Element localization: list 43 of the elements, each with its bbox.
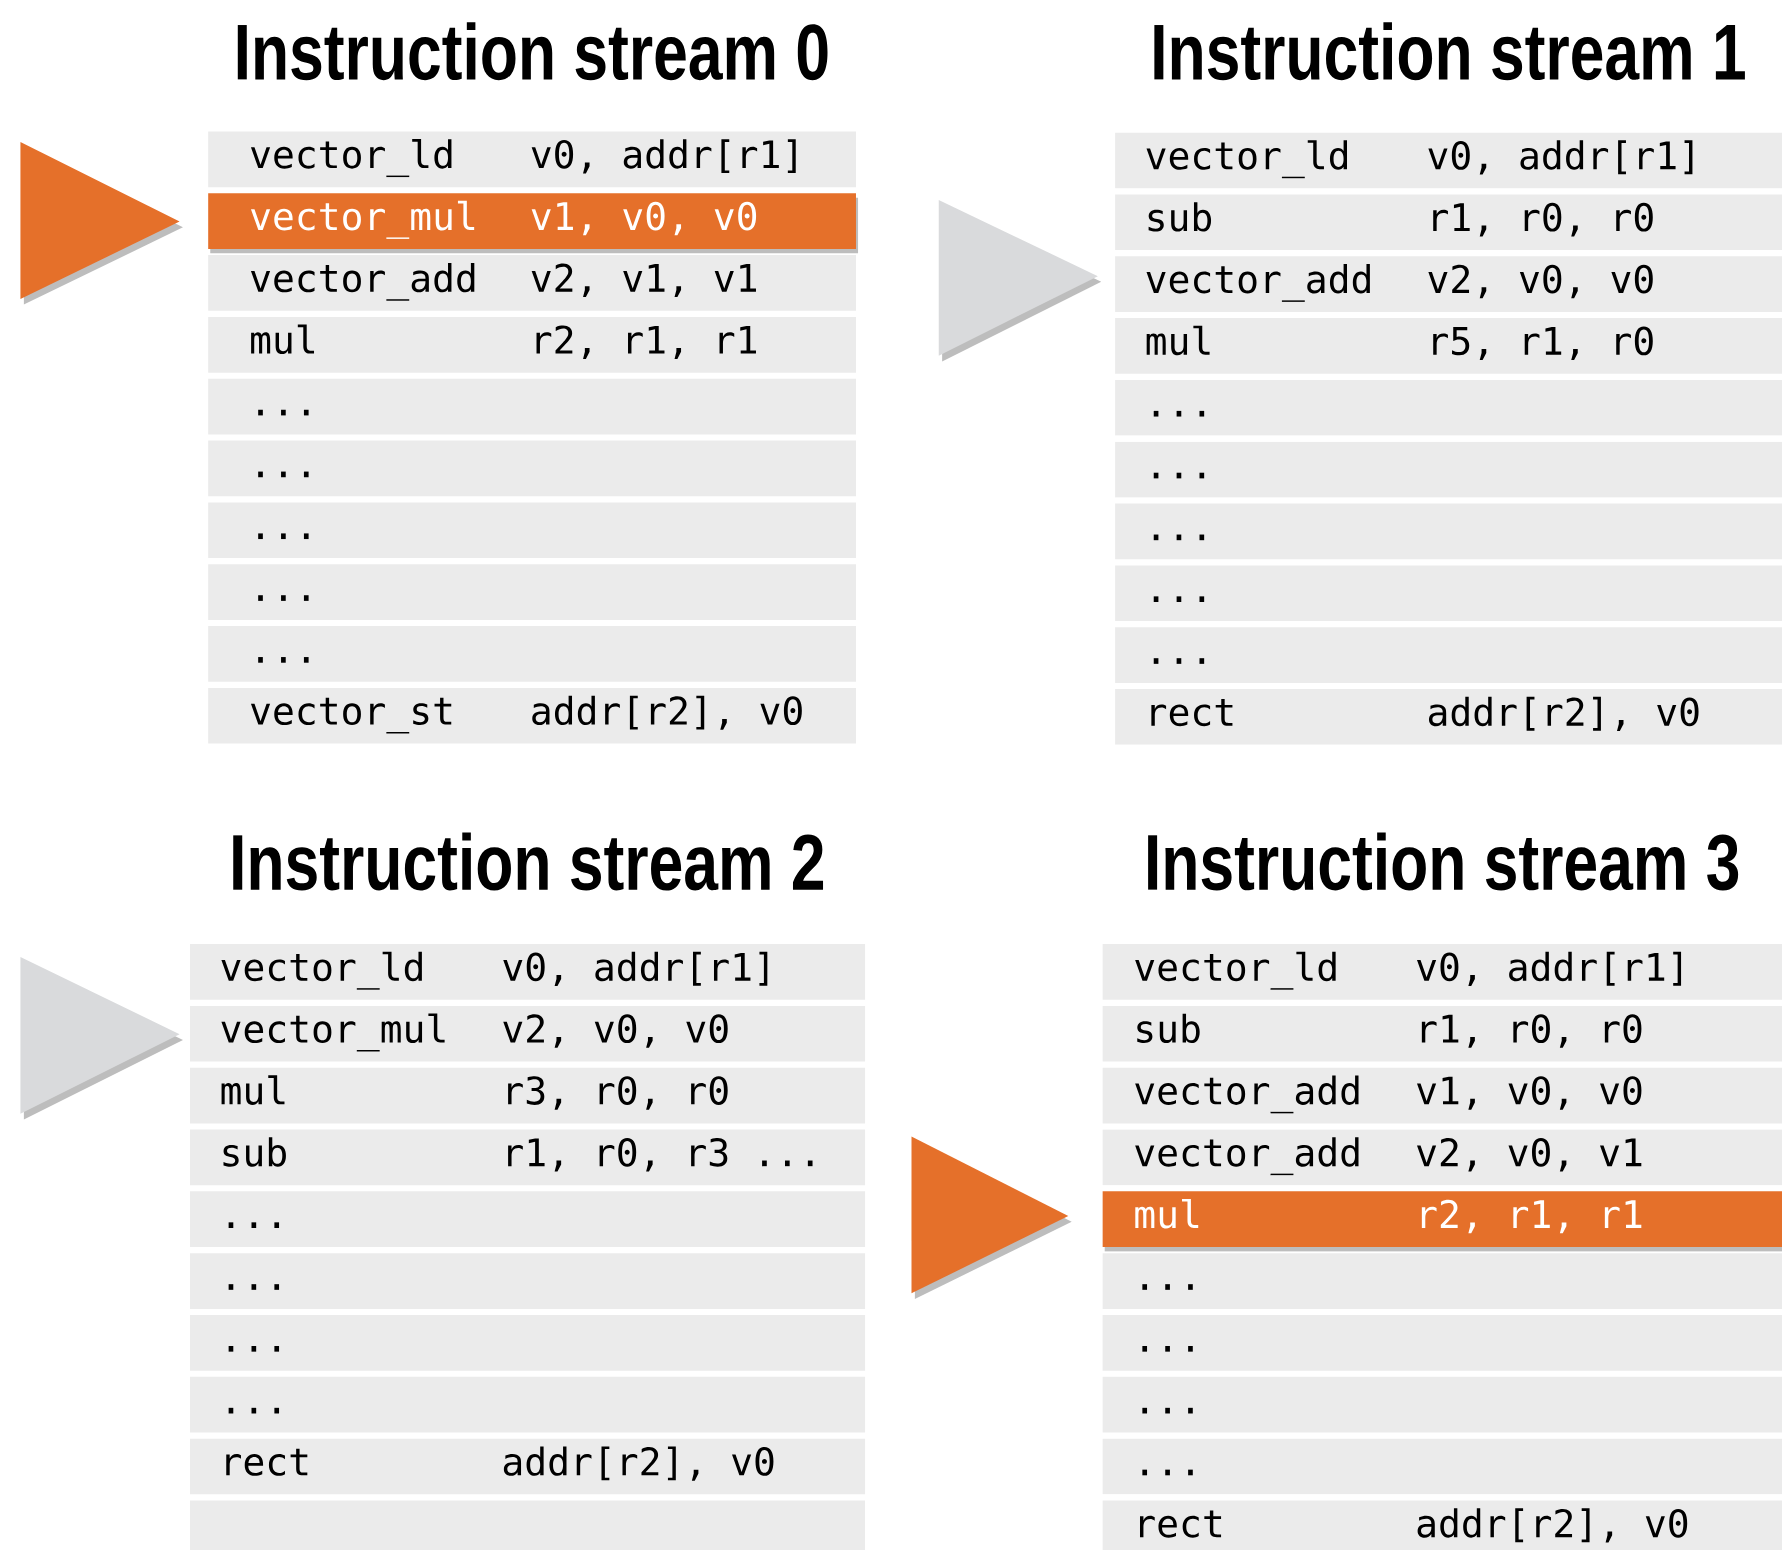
- instruction-row: ...: [1115, 503, 1782, 560]
- instruction-row: vector_ld v0, addr[r1]: [1115, 132, 1782, 189]
- heading: Instruction stream 0: [237, 22, 828, 81]
- instruction-row: ...: [1102, 1315, 1782, 1371]
- instruction-row: ...: [1102, 1438, 1782, 1495]
- instruction-row: sub r1, r0, r0: [1115, 194, 1782, 251]
- instruction-row: ...: [208, 626, 856, 682]
- instruction-row: vector_add v2, v1, v1: [208, 255, 856, 311]
- instruction-row: mul r5, r1, r0: [1115, 318, 1782, 374]
- heading: Instruction stream 1: [1154, 22, 1745, 81]
- instruction-row: ...: [190, 1191, 866, 1248]
- instruction-row: vector_add v2, v0, v0: [1115, 256, 1782, 312]
- instruction-row: vector_add v1, v0, v0: [1102, 1067, 1782, 1124]
- instruction-row: vector_add v2, v0, v1: [1102, 1129, 1782, 1186]
- instruction-row: ...: [208, 564, 856, 620]
- instruction-row: vector_st addr[r2], v0: [208, 687, 856, 744]
- instruction-row: vector_ld v0, addr[r1]: [190, 944, 866, 1000]
- heading: Instruction stream 3: [1148, 832, 1739, 891]
- instruction-row: mul r2, r1, r1: [208, 316, 856, 373]
- instruction-row: vector_ld v0, addr[r1]: [208, 131, 856, 188]
- instruction-row: ...: [1115, 379, 1782, 436]
- instruction-row: mul r3, r0, r0: [190, 1067, 866, 1124]
- instruction-row: ...: [208, 440, 856, 497]
- instruction-row: sub r1, r0, r0: [1102, 1005, 1782, 1062]
- instruction-row: rect addr[r2], v0: [1115, 689, 1782, 745]
- instruction-row: rect addr[r2], v0: [190, 1438, 866, 1495]
- instruction-row: vector_mul v1, v0, v0: [208, 193, 859, 254]
- instruction-row: ...: [1115, 565, 1782, 622]
- instruction-row: vector_ld v0, addr[r1]: [1102, 944, 1782, 1000]
- instruction-row: ...: [190, 1315, 866, 1371]
- instruction-row: sub r1, r0, r3 ...: [190, 1129, 866, 1186]
- instruction-row: rect addr[r2], v0: [1102, 1500, 1782, 1550]
- instruction-row: ...: [190, 1253, 866, 1309]
- heading: Instruction stream 2: [233, 832, 824, 891]
- instruction-row: vector_mul v2, v0, v0: [190, 1005, 866, 1062]
- instruction-row: ...: [208, 502, 856, 559]
- instruction-row: ...: [190, 1376, 866, 1433]
- instruction-row: ...: [1115, 441, 1782, 498]
- instruction-row: ...: [1115, 627, 1782, 683]
- instruction-row: ...: [1102, 1253, 1782, 1309]
- instruction-row: mul r2, r1, r1: [1102, 1191, 1782, 1252]
- instruction-row: ...: [208, 378, 856, 435]
- instruction-row: ...: [1102, 1376, 1782, 1433]
